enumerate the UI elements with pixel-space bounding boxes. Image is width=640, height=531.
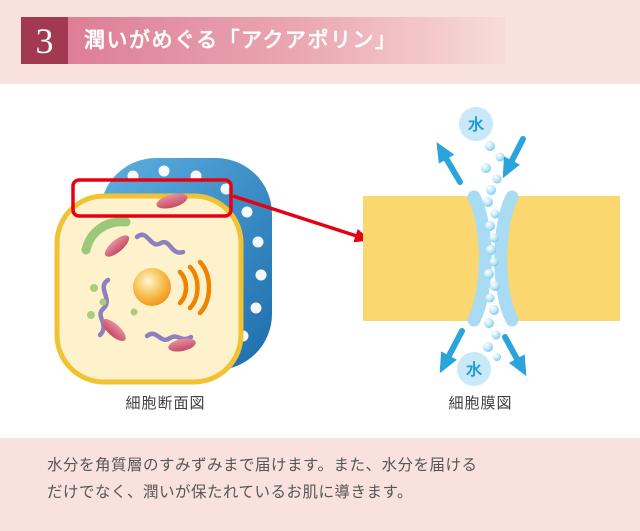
aquaporin-channel-right [494, 190, 519, 327]
aquaporin-channel-left [467, 190, 492, 327]
cell-cross-section-diagram [54, 158, 272, 385]
organelle-mitochondria [102, 193, 196, 352]
cell-membrane-diagram: 水 水 [363, 107, 620, 386]
membrane-diagram-caption: 細胞膜図 [448, 394, 513, 412]
organelle-green-dots [87, 284, 138, 319]
description-line-2: だけでなく、潤いが保たれているお肌に導きます。 [47, 482, 413, 501]
membrane-left-block [363, 196, 479, 321]
membrane-pore-dots [127, 165, 267, 342]
step-number-badge: 3 [21, 17, 68, 64]
water-label-top-text: 水 [468, 115, 485, 134]
cell-diagram-caption: 細胞断面図 [125, 394, 206, 412]
membrane-right-block [507, 196, 620, 321]
water-molecules [481, 141, 505, 361]
water-label-top: 水 [459, 107, 493, 141]
section-title: 潤いがめぐる「アクアポリン」 [68, 17, 505, 64]
section-header: 3 潤いがめぐる「アクアポリン」 [21, 17, 505, 64]
water-label-bottom: 水 [457, 352, 491, 386]
pointer-arrow [232, 194, 371, 243]
diagram-canvas: 水 水 [54, 107, 620, 386]
nucleus [133, 268, 171, 306]
organelle-green-arc [81, 217, 131, 255]
description-text: 水分を角質層のすみずみまで届けます。また、水分を届ける だけでなく、潤いが保たれ… [47, 452, 607, 505]
nucleus-wave-arcs [177, 259, 212, 316]
highlight-box [71, 178, 233, 218]
water-flow-arrows [436, 136, 527, 377]
description-line-1: 水分を角質層のすみずみまで届けます。また、水分を届ける [47, 456, 478, 474]
water-label-bottom-text: 水 [466, 360, 483, 379]
